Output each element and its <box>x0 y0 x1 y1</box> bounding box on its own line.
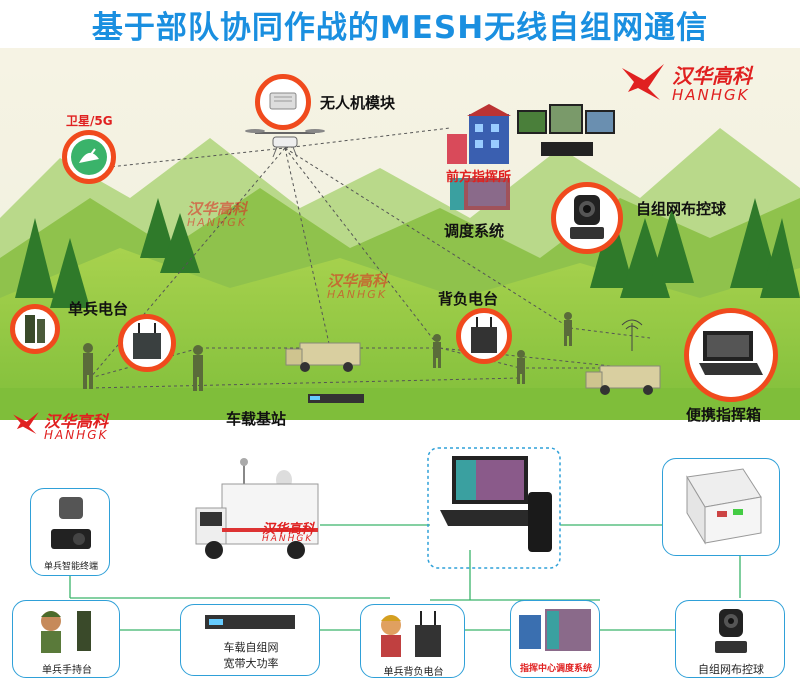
dispatch-screen-icon <box>519 609 591 651</box>
battlefield-scene: 汉华高科 HANHGK 汉华高科 HANHGK 汉华高科 HANHGK 卫星/5… <box>0 48 800 428</box>
portable-box-label: 便携指挥箱 <box>686 406 762 424</box>
ptz-camera-icon <box>570 195 604 239</box>
smart-terminal-label: 单兵智能终端 <box>43 562 98 572</box>
brand-bird-icon <box>13 412 39 434</box>
command-vehicle: 汉华高科 HANHGK <box>192 458 322 568</box>
dispatch-label: 调度系统 <box>444 222 505 240</box>
ptz-camera-icon <box>715 609 747 653</box>
soldier-5 <box>564 312 572 346</box>
brand-logo-bottomleft: 汉华高科 HANHGK <box>12 408 152 448</box>
backpack-label: 单兵背负电台 <box>383 667 444 678</box>
radio-unit-icon <box>133 323 161 359</box>
truck-2 <box>585 365 661 395</box>
forward-post-label: 前方指挥所 <box>446 170 512 185</box>
backpack-radio-icon <box>381 611 441 657</box>
brand-watermark-1: 汉华高科 HANHGK <box>187 200 248 229</box>
soldier-handheld-icon <box>41 611 91 653</box>
backpack-radio-label: 背负电台 <box>438 290 499 308</box>
vehicle-mesh-label-1: 车载自组网 <box>223 641 279 654</box>
brand-logo-topright: 汉华高科 HANHGK <box>620 58 795 108</box>
backpack-box: 单兵背负电台 <box>360 604 465 678</box>
command-center-box: 指挥中心调度系统 <box>510 600 600 678</box>
vehicle-station-device <box>308 394 364 403</box>
brand-bird-icon <box>622 64 664 100</box>
satellite-dish-icon <box>71 139 107 175</box>
rack-device-icon <box>205 615 295 629</box>
vehicle-brand-cn: 汉华高科 <box>262 522 315 537</box>
handheld-radio-icon <box>25 315 45 343</box>
backpack-radio-icon <box>471 317 497 353</box>
page-title: 基于部队协同作战的MESH无线自组网通信 <box>91 10 709 46</box>
smart-terminal-icon <box>51 497 91 549</box>
ptz-box: 自组网布控球 <box>675 600 785 678</box>
soldier-4 <box>517 350 525 384</box>
rugged-terminal-icon <box>440 456 552 552</box>
uav-module-icon <box>269 92 297 110</box>
vehicle-station-label: 车载基站 <box>226 410 287 428</box>
handheld-label: 单兵手持台 <box>42 665 92 676</box>
soldier-radio-node-2 <box>118 314 176 372</box>
handheld-box: 单兵手持台 <box>12 600 120 678</box>
vehicle-mesh-label-2: 宽带大功率 <box>223 657 279 670</box>
vehicle-brand-en: HANHGK <box>262 534 314 544</box>
brand-cn-text: 汉华高科 <box>672 64 752 88</box>
antenna-tower <box>621 319 643 351</box>
command-post-building <box>447 104 511 164</box>
relay-device-box <box>662 458 780 556</box>
relay-device-icon <box>686 468 762 545</box>
backpack-radio-node <box>456 308 512 364</box>
monitor-wall <box>517 104 615 156</box>
soldier-radio-node-1 <box>10 304 60 354</box>
ptz-label: 自组网布控球 <box>698 663 764 676</box>
uav-label: 无人机模块 <box>320 94 396 112</box>
soldier-1 <box>83 343 93 389</box>
soldier-2 <box>193 345 203 391</box>
portable-box-node <box>684 308 778 402</box>
ptz-camera-label: 自组网布控球 <box>636 200 727 218</box>
satellite-label: 卫星/5G <box>66 114 113 128</box>
rugged-terminal <box>436 452 554 562</box>
portable-case-icon <box>699 331 763 375</box>
ptz-camera-node <box>551 182 623 254</box>
satellite-node <box>62 130 116 184</box>
command-vehicle-icon <box>195 458 319 559</box>
dispatch-map-thumbnail <box>450 178 510 210</box>
soldier-3 <box>433 334 441 368</box>
command-center-label: 指挥中心调度系统 <box>519 664 592 674</box>
brand-watermark-2: 汉华高科 HANHGK <box>327 272 388 301</box>
smart-terminal-box: 单兵智能终端 <box>30 488 110 576</box>
truck-1 <box>285 342 361 372</box>
soldier-radio-label: 单兵电台 <box>68 300 129 318</box>
uav-drone <box>245 129 325 158</box>
vehicle-mesh-box: 车载自组网 宽带大功率 <box>180 604 320 676</box>
uav-module-node <box>255 74 311 130</box>
brand-en-text: HANHGK <box>672 86 750 104</box>
